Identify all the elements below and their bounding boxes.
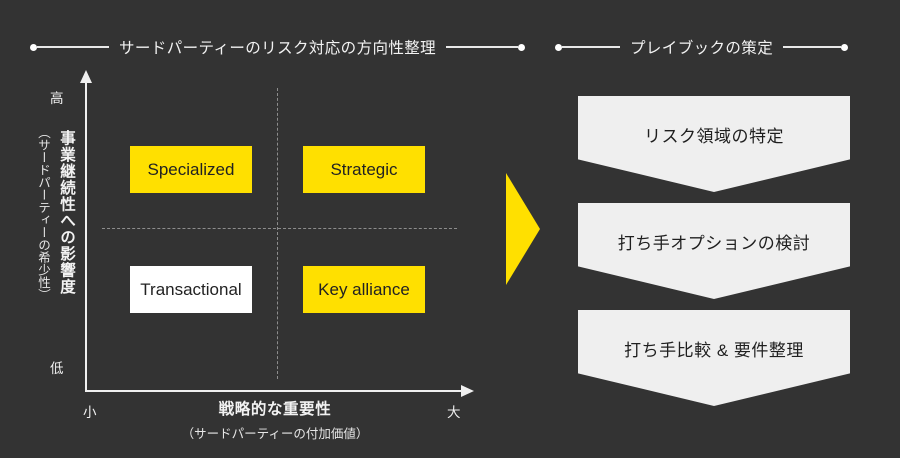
flow-step-label: リスク領域の特定 (644, 127, 784, 146)
flow-arrow-right-icon (506, 173, 540, 285)
x-axis-cap-small: 小 (83, 405, 97, 420)
title-decoration-right (783, 43, 849, 51)
rule-line (446, 46, 519, 48)
left-section-title: サードパーティーのリスク対応の方向性整理 (30, 36, 526, 58)
quadrant-label: Transactional (140, 279, 242, 299)
dot-icon (841, 43, 849, 51)
x-axis-cap-large: 大 (447, 405, 461, 420)
y-axis-cap-low: 低 (50, 361, 64, 376)
flow-step-1[interactable]: リスク領域の特定 (578, 96, 850, 192)
y-axis-label-main: 事業継続性への影響度 (58, 130, 75, 295)
x-axis-label-sub: （サードパーティーの付加価値） (181, 427, 369, 441)
dot-icon (518, 43, 526, 51)
dot-icon (555, 43, 562, 51)
quadrant-strategic[interactable]: Strategic (303, 146, 425, 193)
right-section-title: プレイブックの策定 (555, 36, 849, 58)
y-axis-line (85, 82, 87, 392)
x-axis-line (85, 390, 465, 392)
flow-step-3[interactable]: 打ち手比較 & 要件整理 (578, 310, 850, 406)
flow-step-2[interactable]: 打ち手オプションの検討 (578, 203, 850, 299)
quadrant-transactional[interactable]: Transactional (130, 266, 252, 313)
title-decoration-left (30, 43, 109, 51)
x-axis-label-group: 戦略的な重要性 （サードパーティーの付加価値） (125, 397, 425, 442)
rule-line (37, 46, 109, 48)
y-axis-label-sub: （サードパーティーの希少性） (36, 126, 50, 301)
title-decoration-left (555, 43, 620, 51)
flow-step-label: 打ち手オプションの検討 (617, 234, 811, 253)
dot-icon (30, 43, 37, 51)
quadrant-key-alliance[interactable]: Key alliance (303, 266, 425, 313)
title-decoration-right (446, 43, 526, 51)
flow-step-label: 打ち手比較 & 要件整理 (624, 341, 804, 360)
quadrant-specialized[interactable]: Specialized (130, 146, 252, 193)
left-section-title-text: サードパーティーのリスク対応の方向性整理 (119, 40, 437, 57)
quadrant-label: Strategic (330, 159, 398, 179)
quadrant-label: Specialized (147, 159, 235, 179)
quadrant-divider-vertical (277, 88, 278, 379)
quadrant-divider-horizontal (102, 228, 457, 229)
rule-line (562, 46, 620, 48)
y-axis-arrow-icon (80, 70, 92, 83)
x-axis-arrow-icon (461, 385, 474, 397)
quadrant-label: Key alliance (318, 279, 410, 299)
y-axis-cap-high: 高 (50, 91, 64, 106)
rule-line (783, 46, 842, 48)
x-axis-label-main: 戦略的な重要性 (218, 401, 332, 418)
right-section-title-text: プレイブックの策定 (630, 40, 774, 57)
